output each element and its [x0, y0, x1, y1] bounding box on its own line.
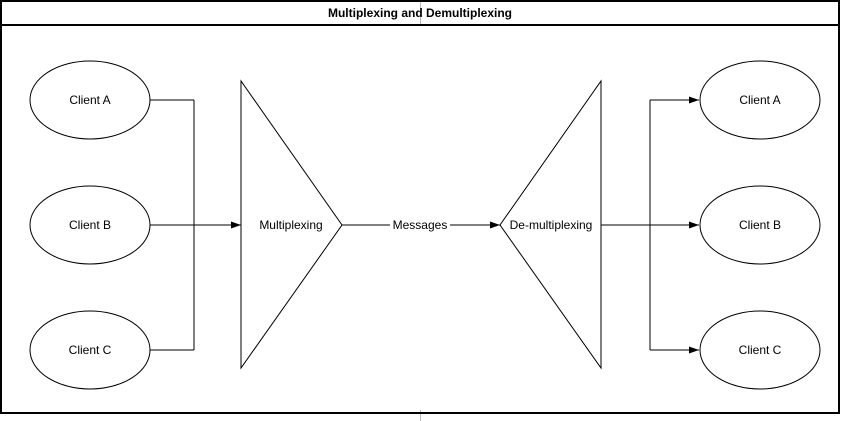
messages-label-backing: [390, 216, 450, 232]
multiplexer-shape: [240, 79, 343, 370]
left-client-c-node: [29, 310, 151, 390]
right-client-c-node: [699, 310, 821, 390]
connectors: [150, 96, 699, 354]
left-client-b-node: [29, 185, 151, 265]
messages-label: Messages: [393, 218, 448, 232]
left-client-c-label: Client C: [69, 343, 112, 357]
right-client-a-node: [699, 60, 821, 140]
right-client-b-label: Client B: [739, 218, 781, 232]
demultiplexer-shape: [499, 79, 602, 370]
demultiplexer-label: De-multiplexing: [510, 218, 593, 232]
left-client-b-label: Client B: [69, 218, 111, 232]
right-client-a-label: Client A: [739, 93, 780, 107]
multiplexer-label: Multiplexing: [259, 218, 322, 232]
diagram-title: Multiplexing and Demultiplexing: [328, 6, 512, 20]
left-client-a-label: Client A: [69, 93, 110, 107]
right-client-b-node: [699, 185, 821, 265]
right-client-c-label: Client C: [739, 343, 782, 357]
left-client-a-node: [29, 60, 151, 140]
